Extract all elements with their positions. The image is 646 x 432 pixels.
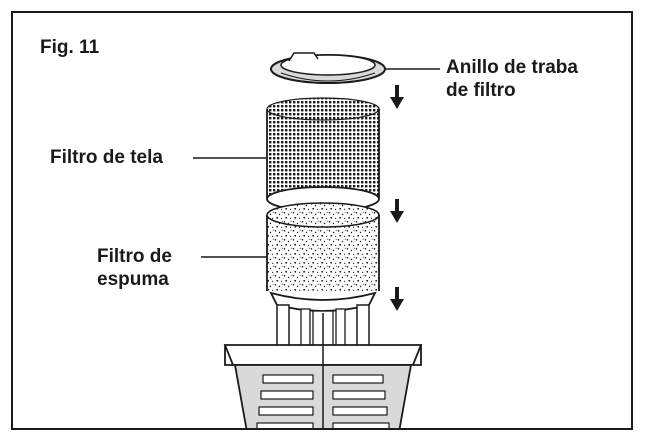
foam-callout-line-1: Filtro de	[97, 246, 172, 267]
ring-callout-line-2: de filtro	[446, 80, 516, 101]
foam-callout-line-2: espuma	[97, 269, 169, 290]
down-arrow-icon	[390, 85, 404, 109]
foam-callout: Filtro de espuma	[97, 245, 172, 291]
locking-ring	[270, 52, 386, 84]
ring-callout-line-1: Anillo de traba	[446, 57, 578, 78]
down-arrow-icon	[390, 287, 404, 311]
figure-frame: Fig. 11 Anillo de traba de filtro Filtro…	[11, 11, 633, 430]
cloth-callout-line-1: Filtro de tela	[50, 147, 163, 168]
cloth-filter	[266, 97, 380, 212]
down-arrow-icon	[390, 199, 404, 223]
ring-callout: Anillo de traba de filtro	[446, 56, 578, 102]
filter-assembly-drawing	[193, 52, 440, 428]
filter-cage	[269, 291, 377, 352]
foam-filter	[266, 202, 380, 291]
figure-label: Fig. 11	[40, 37, 100, 58]
cloth-callout: Filtro de tela	[50, 146, 163, 169]
